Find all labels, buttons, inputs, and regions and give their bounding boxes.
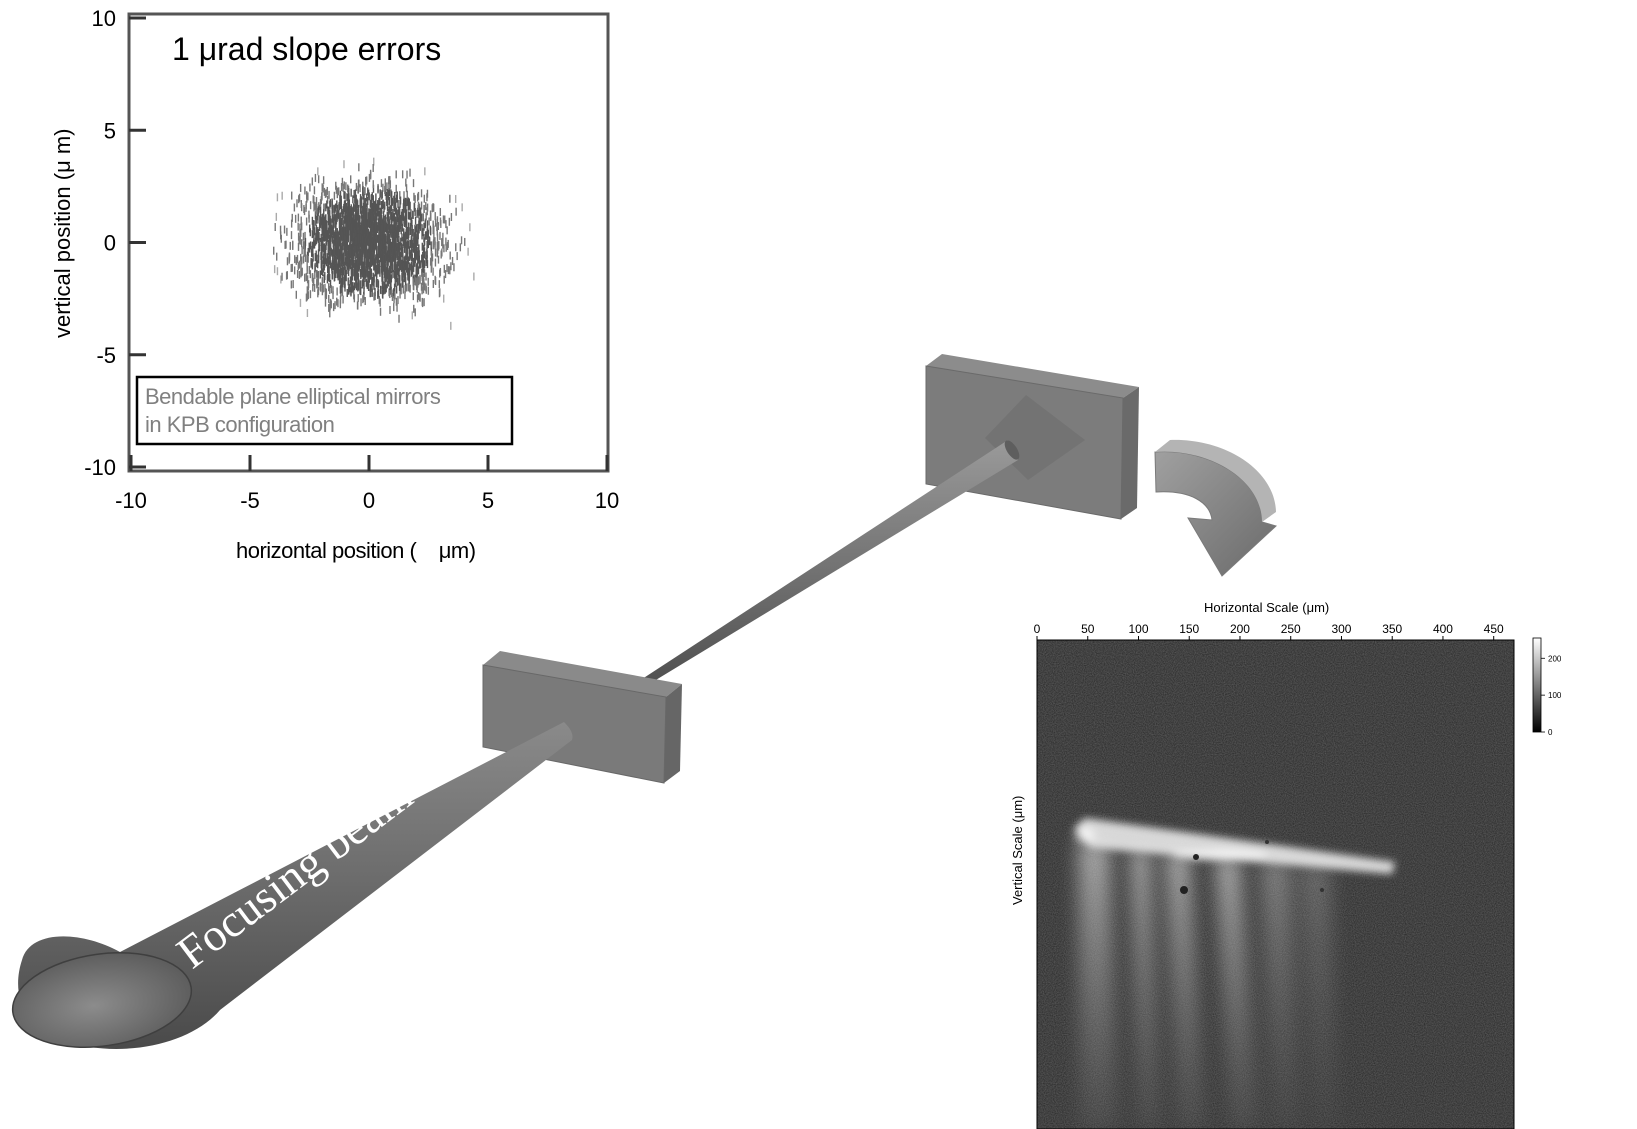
- beam-segment: [636, 440, 1018, 689]
- x-axis-title: horizontal position ( μm): [236, 538, 476, 563]
- image-x-tick-label: 300: [1331, 622, 1351, 636]
- y-tick-label: 10: [92, 6, 116, 31]
- legend-line-2: in KPB configuration: [145, 412, 334, 437]
- y-tick-label: -10: [84, 455, 116, 480]
- detector-image-panel: Horizontal Scale (μm) 0 50 100 150 200 250 300…: [1010, 600, 1562, 1129]
- y-axis-title: vertical position (μ m): [50, 128, 75, 338]
- image-x-tick-label: 350: [1382, 622, 1402, 636]
- scatter-points: [273, 157, 475, 330]
- legend-box: Bendable plane elliptical mirrors in KPB…: [135, 375, 514, 446]
- curved-arrow-icon: [1154, 439, 1277, 577]
- plot-title: 1 μrad slope errors: [172, 31, 441, 67]
- image-x-tick-label: 400: [1433, 622, 1453, 636]
- scatter-ticks: -10 -5 0 5 10 10 5 0 -5 -10: [84, 6, 619, 513]
- colorbar-tick-label: 100: [1548, 691, 1562, 700]
- x-tick-label: 10: [595, 488, 619, 513]
- image-top-axis-title: Horizontal Scale (μm): [1204, 600, 1329, 615]
- image-x-tick-label: 450: [1484, 622, 1504, 636]
- image-x-tick-label: 100: [1128, 622, 1148, 636]
- image-x-tick-label: 250: [1281, 622, 1301, 636]
- x-tick-label: 0: [363, 488, 375, 513]
- image-x-tick-label: 50: [1081, 622, 1095, 636]
- y-tick-label: -5: [96, 343, 116, 368]
- image-x-tick-label: 0: [1034, 622, 1041, 636]
- x-tick-label: 5: [482, 488, 494, 513]
- image-x-tick-label: 200: [1230, 622, 1250, 636]
- colorbar-tick-label: 200: [1548, 654, 1562, 663]
- detector-image: [1037, 640, 1514, 1129]
- legend-line-1: Bendable plane elliptical mirrors: [145, 384, 441, 409]
- x-tick-label: -5: [240, 488, 260, 513]
- colorbar: 200 100 0: [1532, 637, 1562, 737]
- colorbar-tick-label: 0: [1548, 728, 1553, 737]
- scatter-plot: -10 -5 0 5 10 10 5 0 -5 -10 1 μrad slope errors B…: [50, 6, 619, 563]
- image-x-tick-label: 150: [1179, 622, 1199, 636]
- image-x-ticks: 0 50 100 150 200 250 300 350 400 450: [1034, 622, 1504, 640]
- y-tick-label: 0: [104, 231, 116, 256]
- image-left-axis-title: Vertical Scale (μm): [1010, 796, 1025, 905]
- focusing-beam-cone: [11, 722, 573, 1049]
- y-tick-label: 5: [104, 118, 116, 143]
- x-tick-label: -10: [115, 488, 147, 513]
